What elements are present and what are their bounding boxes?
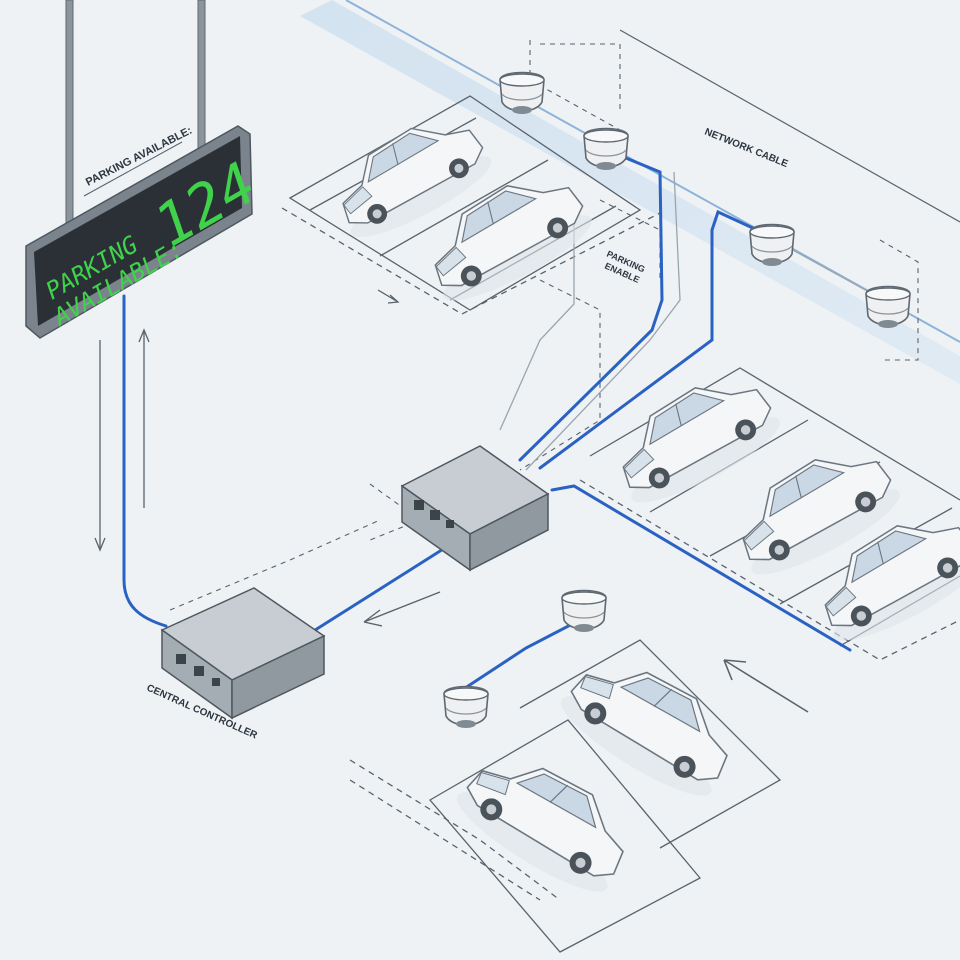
lane-arrow-top (377, 289, 400, 304)
flow-arrow-controller (363, 591, 441, 627)
flow-arrows-left (94, 328, 150, 552)
central-controller-icon (160, 587, 326, 720)
lane-arrow-right (723, 659, 809, 713)
network-cables (122, 152, 852, 696)
network-cable-label: NETWORK CABLE (703, 127, 790, 171)
parking-bays-bottom (349, 639, 782, 953)
controller-box-icon (400, 445, 550, 572)
